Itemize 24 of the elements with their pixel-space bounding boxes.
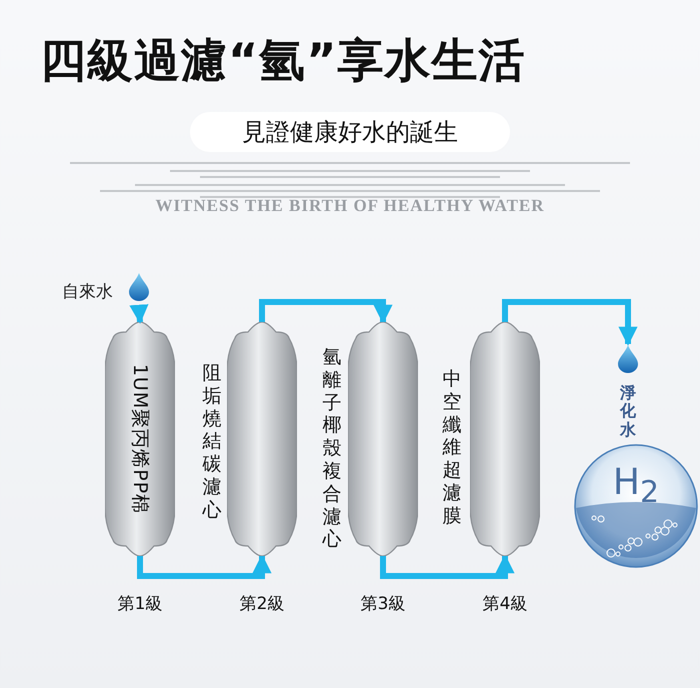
node-label: 1UM聚丙烯PP棉 xyxy=(128,364,152,514)
flow-arrow xyxy=(129,304,148,324)
node-label: 自來水 xyxy=(62,281,113,303)
title: 四級過濾“氫”享水生活 xyxy=(40,32,526,89)
filter-name: 氫離子椰殼複合濾心 xyxy=(322,346,342,552)
stage-label: 第3級 xyxy=(360,593,406,615)
filter-name: 阻垢燒結碳濾心 xyxy=(202,362,222,522)
filter-cartridge xyxy=(227,322,297,556)
flow-arrow xyxy=(259,299,393,324)
filter-cartridge xyxy=(348,322,418,556)
stage-label: 第1級 xyxy=(116,593,164,615)
subtitle: WITNESS THE BIRTH OF HEALTHY WATER xyxy=(154,196,546,216)
filter-cartridge xyxy=(105,322,175,556)
stage-label: 第4級 xyxy=(482,593,528,615)
filter-cartridge xyxy=(470,322,540,556)
flow-arrow xyxy=(137,554,272,579)
flow-arrow xyxy=(380,554,515,579)
subtitle-banner: 見證健康好水的誕生 xyxy=(190,112,510,152)
filter-name: 中空纖維超濾膜 xyxy=(442,368,462,528)
node-label: H$_{2}$ xyxy=(612,462,660,510)
flow-arrow xyxy=(502,299,638,346)
node-label: 淨化水 xyxy=(618,384,637,440)
stage-label: 第2級 xyxy=(238,593,286,615)
hydrogen-water-sphere xyxy=(574,444,698,568)
